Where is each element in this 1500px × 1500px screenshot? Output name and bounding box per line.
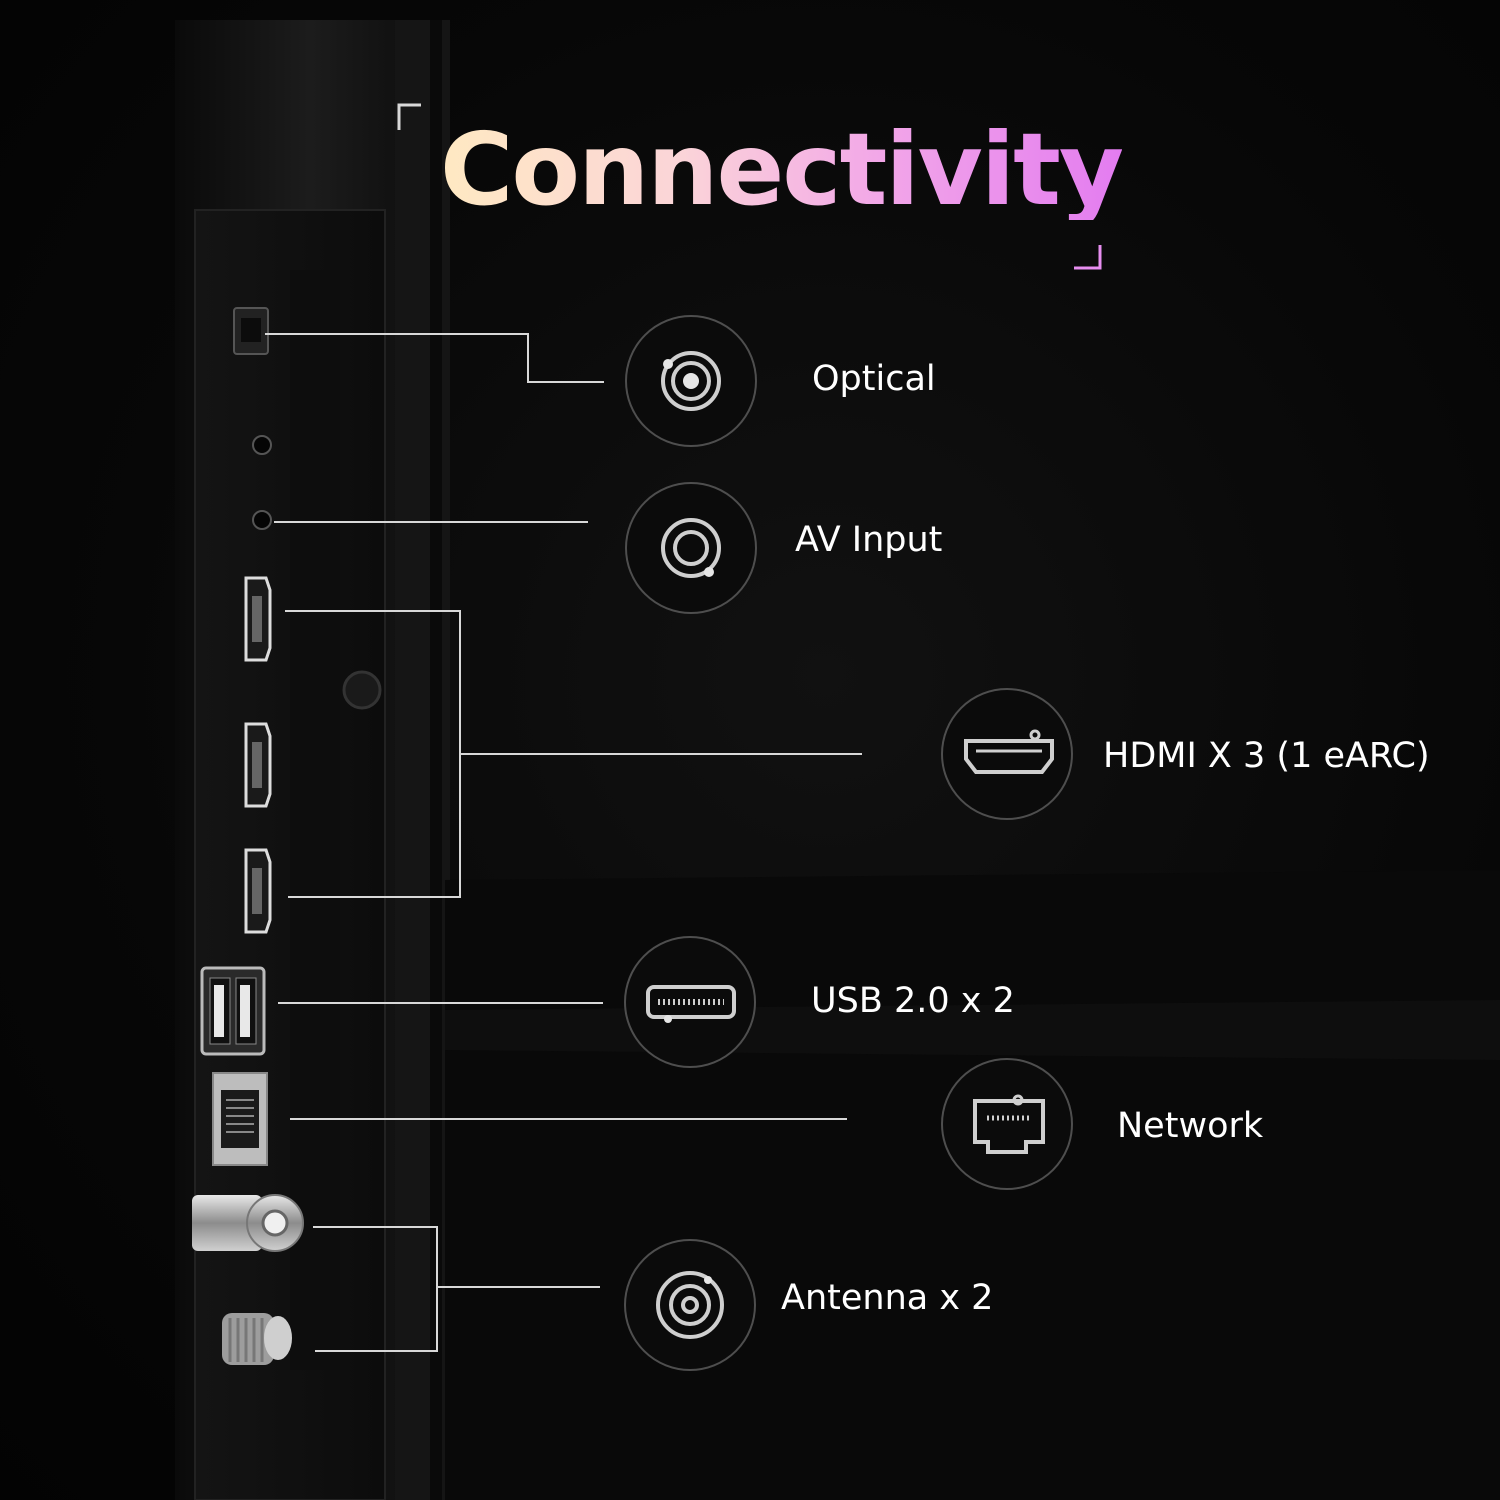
tv-stand xyxy=(445,870,1500,1500)
optical-port-icon xyxy=(625,315,757,447)
av-input-icon xyxy=(625,482,757,614)
av-jack xyxy=(252,510,272,530)
page-title: Connectivity xyxy=(440,111,1124,228)
title-bracket-top-left xyxy=(397,103,421,130)
antenna-connector-1 xyxy=(192,1194,304,1252)
leader-lines xyxy=(265,333,862,1352)
usb-label: USB 2.0 x 2 xyxy=(811,981,1015,1021)
antenna-connector-2 xyxy=(222,1313,292,1365)
usb-ports xyxy=(200,966,266,1056)
ethernet-port xyxy=(212,1072,268,1166)
av-input-label: AV Input xyxy=(795,520,943,560)
usb-port-icon xyxy=(624,936,756,1068)
mounting-screw xyxy=(342,670,382,710)
antenna-port-icon xyxy=(624,1239,756,1371)
earphone-jack xyxy=(252,435,272,455)
hdmi-port-1 xyxy=(244,576,272,662)
optical-label: Optical xyxy=(812,359,936,399)
hdmi-label: HDMI X 3 (1 eARC) xyxy=(1103,736,1430,776)
hdmi-port-2 xyxy=(244,722,272,808)
hdmi-port-icon xyxy=(941,688,1073,820)
title-bracket-bottom-right xyxy=(1074,245,1102,270)
ethernet-port-icon xyxy=(941,1058,1073,1190)
hdmi-port-3 xyxy=(244,848,272,934)
network-label: Network xyxy=(1117,1106,1264,1146)
optical-leader xyxy=(265,333,604,383)
antenna-label: Antenna x 2 xyxy=(781,1278,994,1318)
antenna-leader xyxy=(313,1226,600,1352)
hdmi-leader xyxy=(285,610,862,898)
